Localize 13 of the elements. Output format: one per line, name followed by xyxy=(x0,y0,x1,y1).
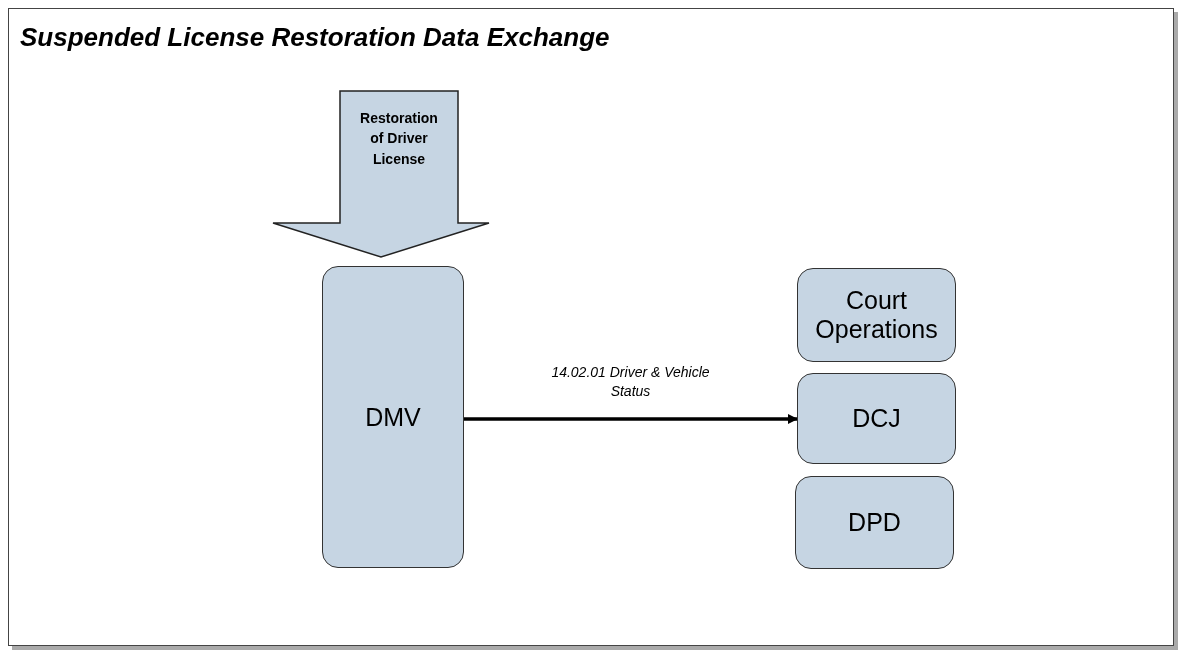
node-label: DMV xyxy=(365,402,421,432)
title: Suspended License Restoration Data Exchange xyxy=(20,22,610,53)
edge-label: 14.02.01 Driver & Vehicle Status xyxy=(550,363,711,401)
node-label: Court Operations xyxy=(814,286,939,344)
process-box xyxy=(795,476,954,569)
block-arrow xyxy=(272,90,490,258)
arrow xyxy=(464,414,798,424)
process-box xyxy=(322,266,464,568)
node-label: DCJ xyxy=(852,404,901,433)
node-label: DPD xyxy=(848,508,901,537)
node-label: Restoration of Driver License xyxy=(359,109,439,169)
process-box xyxy=(797,268,956,362)
process-box xyxy=(797,373,956,464)
